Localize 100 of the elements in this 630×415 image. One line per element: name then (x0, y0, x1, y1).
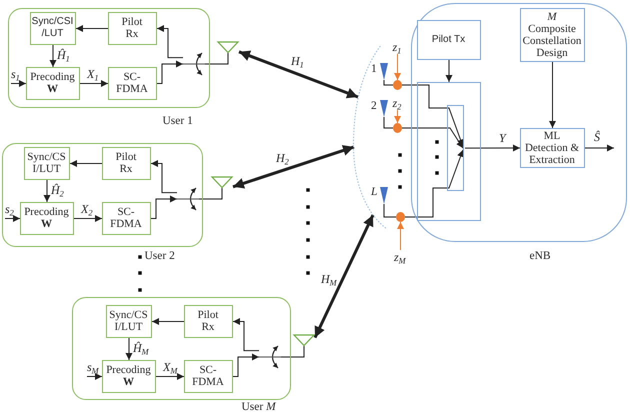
arrow (10, 80, 26, 87)
arrow (50, 44, 56, 68)
block-label: Sync/CS I/LUT (108, 309, 149, 333)
block-label: Pilot Rx (114, 151, 138, 175)
block-label: Pilot Rx (120, 16, 144, 40)
block-label: SC- FDMA (109, 206, 143, 230)
edge-label: Ĥ$_{1}$ (57, 48, 70, 62)
process-box (184, 360, 232, 392)
block-label: Sync/CS I/LUT (26, 151, 67, 175)
arrow (232, 318, 260, 352)
block-label: SC- FDMA (191, 364, 225, 388)
edge-label: X$_{1}$ (87, 67, 99, 81)
arrow (126, 338, 132, 360)
adder-icon (393, 123, 402, 133)
switch-frame (447, 105, 464, 191)
edge-label: H$_{1}$ (291, 54, 304, 68)
arrow (70, 160, 102, 167)
arrow (464, 144, 520, 152)
edge-label: s$_{2}$ (5, 202, 14, 216)
noise-label: z$_{2}$ (392, 96, 402, 110)
antenna-icon (293, 334, 315, 346)
connector-line (198, 188, 222, 200)
arrow (584, 144, 614, 152)
antenna-icon (380, 100, 388, 117)
arrow (76, 25, 108, 32)
process-box (184, 304, 232, 338)
arrow (86, 373, 102, 380)
arrow (394, 110, 401, 124)
double-arrow (238, 50, 359, 98)
arrow (80, 80, 108, 87)
process-box (102, 202, 150, 234)
block-label: Precoding W (29, 71, 76, 95)
edge-label: X$_{M}$ (163, 360, 178, 374)
block-label: ML Detection & Extraction (524, 130, 580, 166)
arrow (394, 54, 401, 80)
double-arrow (232, 145, 354, 189)
process-box (30, 12, 76, 44)
panel-title: eNB (530, 250, 551, 262)
edge-label: s$_{1}$ (11, 67, 20, 81)
process-box (108, 12, 156, 44)
antenna-icon (380, 187, 388, 204)
block-label: SC- FDMA (115, 71, 149, 95)
antenna-number: 2 (371, 100, 377, 113)
arrow (232, 354, 260, 377)
combiner-frame (416, 82, 480, 220)
process-box (24, 146, 70, 180)
arrow (549, 62, 556, 128)
edge-label: H$_{2}$ (276, 151, 289, 165)
edge-label: Ĥ$_{M}$ (133, 341, 149, 355)
panel-title: User M (242, 400, 276, 414)
antenna-array-outline (353, 45, 390, 230)
connector-line (384, 80, 394, 86)
process-box (20, 202, 74, 234)
block-label: M (547, 10, 557, 22)
block-label: Sync/CSI /LUT (30, 16, 74, 40)
block-label: Precoding W (105, 364, 152, 388)
noise-label: z$_{M}$ (394, 250, 406, 264)
connector-line (384, 116, 394, 128)
process-box (102, 360, 156, 392)
arrow (446, 60, 452, 82)
antenna-icon (217, 41, 239, 53)
arrow (156, 60, 184, 84)
noise-label: z$_{1}$ (392, 40, 402, 54)
process-box (108, 66, 156, 100)
panel-title: User 2 (144, 250, 175, 262)
process-box (26, 66, 80, 100)
adder-icon (396, 212, 405, 222)
connector-line (280, 346, 304, 358)
double-arrow (314, 214, 374, 338)
antenna-number: L (371, 186, 378, 199)
block-label: Pilot Rx (196, 309, 220, 333)
arrow (156, 25, 184, 58)
edge-label: Ŝ (594, 130, 600, 144)
antenna-icon (380, 63, 388, 80)
process-box (106, 304, 152, 338)
arrow (402, 128, 464, 149)
antenna-number: 1 (371, 63, 377, 76)
block-label: Precoding W (23, 206, 70, 230)
edge-label: Ĥ$_{2}$ (51, 183, 64, 197)
arrow (397, 222, 404, 250)
arrow (150, 160, 178, 194)
edge-label: H$_{M}$ (321, 272, 337, 286)
antenna-icon (211, 176, 233, 188)
arrow (404, 149, 464, 218)
panel-title: User 1 (162, 114, 193, 128)
arrow (44, 180, 50, 202)
arrow (156, 373, 184, 380)
arrow (150, 196, 178, 219)
block-label: Pilot Tx (432, 34, 466, 46)
arrow (74, 215, 102, 222)
block-label: Composite Constellation Design (522, 22, 582, 58)
connector-line (204, 52, 228, 64)
process-box (102, 146, 150, 180)
arrow (402, 84, 464, 147)
arrow (152, 318, 184, 325)
process-box (520, 8, 584, 62)
process-box (416, 20, 480, 60)
adder-icon (393, 80, 402, 90)
connector-line (384, 204, 396, 218)
edge-label: Y (499, 131, 506, 145)
